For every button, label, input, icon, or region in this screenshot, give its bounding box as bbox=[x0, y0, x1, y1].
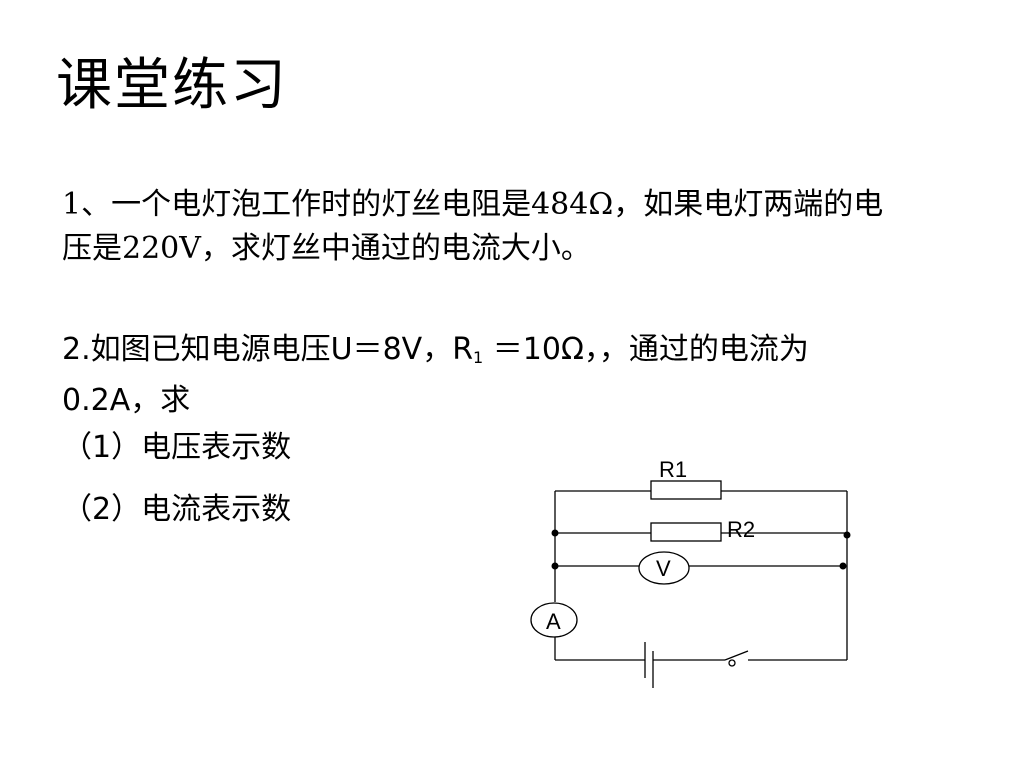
r2-label: R2 bbox=[727, 517, 755, 542]
switch-contact bbox=[728, 659, 736, 667]
question-2-text-a: 2.如图已知电源电压U＝8V，R bbox=[62, 332, 474, 367]
resistor-r2 bbox=[650, 522, 722, 542]
junction-dot bbox=[839, 562, 847, 570]
ammeter-symbol bbox=[530, 602, 578, 638]
voltmeter-label: V bbox=[656, 556, 671, 581]
resistor-r1 bbox=[650, 480, 722, 500]
r1-subscript: 1 bbox=[473, 348, 484, 367]
question-2: 2.如图已知电源电压U＝8V，R1 ＝10Ω，，通过的电流为0.2A，求 bbox=[62, 328, 882, 422]
circuit-diagram: R1 R2 V A bbox=[530, 457, 851, 688]
ammeter-label: A bbox=[546, 609, 561, 634]
voltmeter-symbol bbox=[638, 551, 690, 585]
sub-question-1: （1）电压表示数 bbox=[62, 430, 292, 465]
junction-dot bbox=[551, 562, 559, 570]
switch-blade bbox=[724, 650, 749, 661]
r1-label: R1 bbox=[659, 457, 687, 482]
slide-title: 课堂练习 bbox=[56, 53, 288, 118]
question-2-text-b: ＝10Ω，，通过的电流为0.2A，求 bbox=[62, 332, 809, 418]
sub-question-2: （2）电流表示数 bbox=[62, 492, 292, 527]
junction-dot bbox=[843, 531, 851, 539]
question-1: 1、一个电灯泡工作时的灯丝电阻是484Ω，如果电灯两端的电压是220V，求灯丝中… bbox=[62, 187, 884, 266]
junction-dot bbox=[551, 529, 559, 537]
